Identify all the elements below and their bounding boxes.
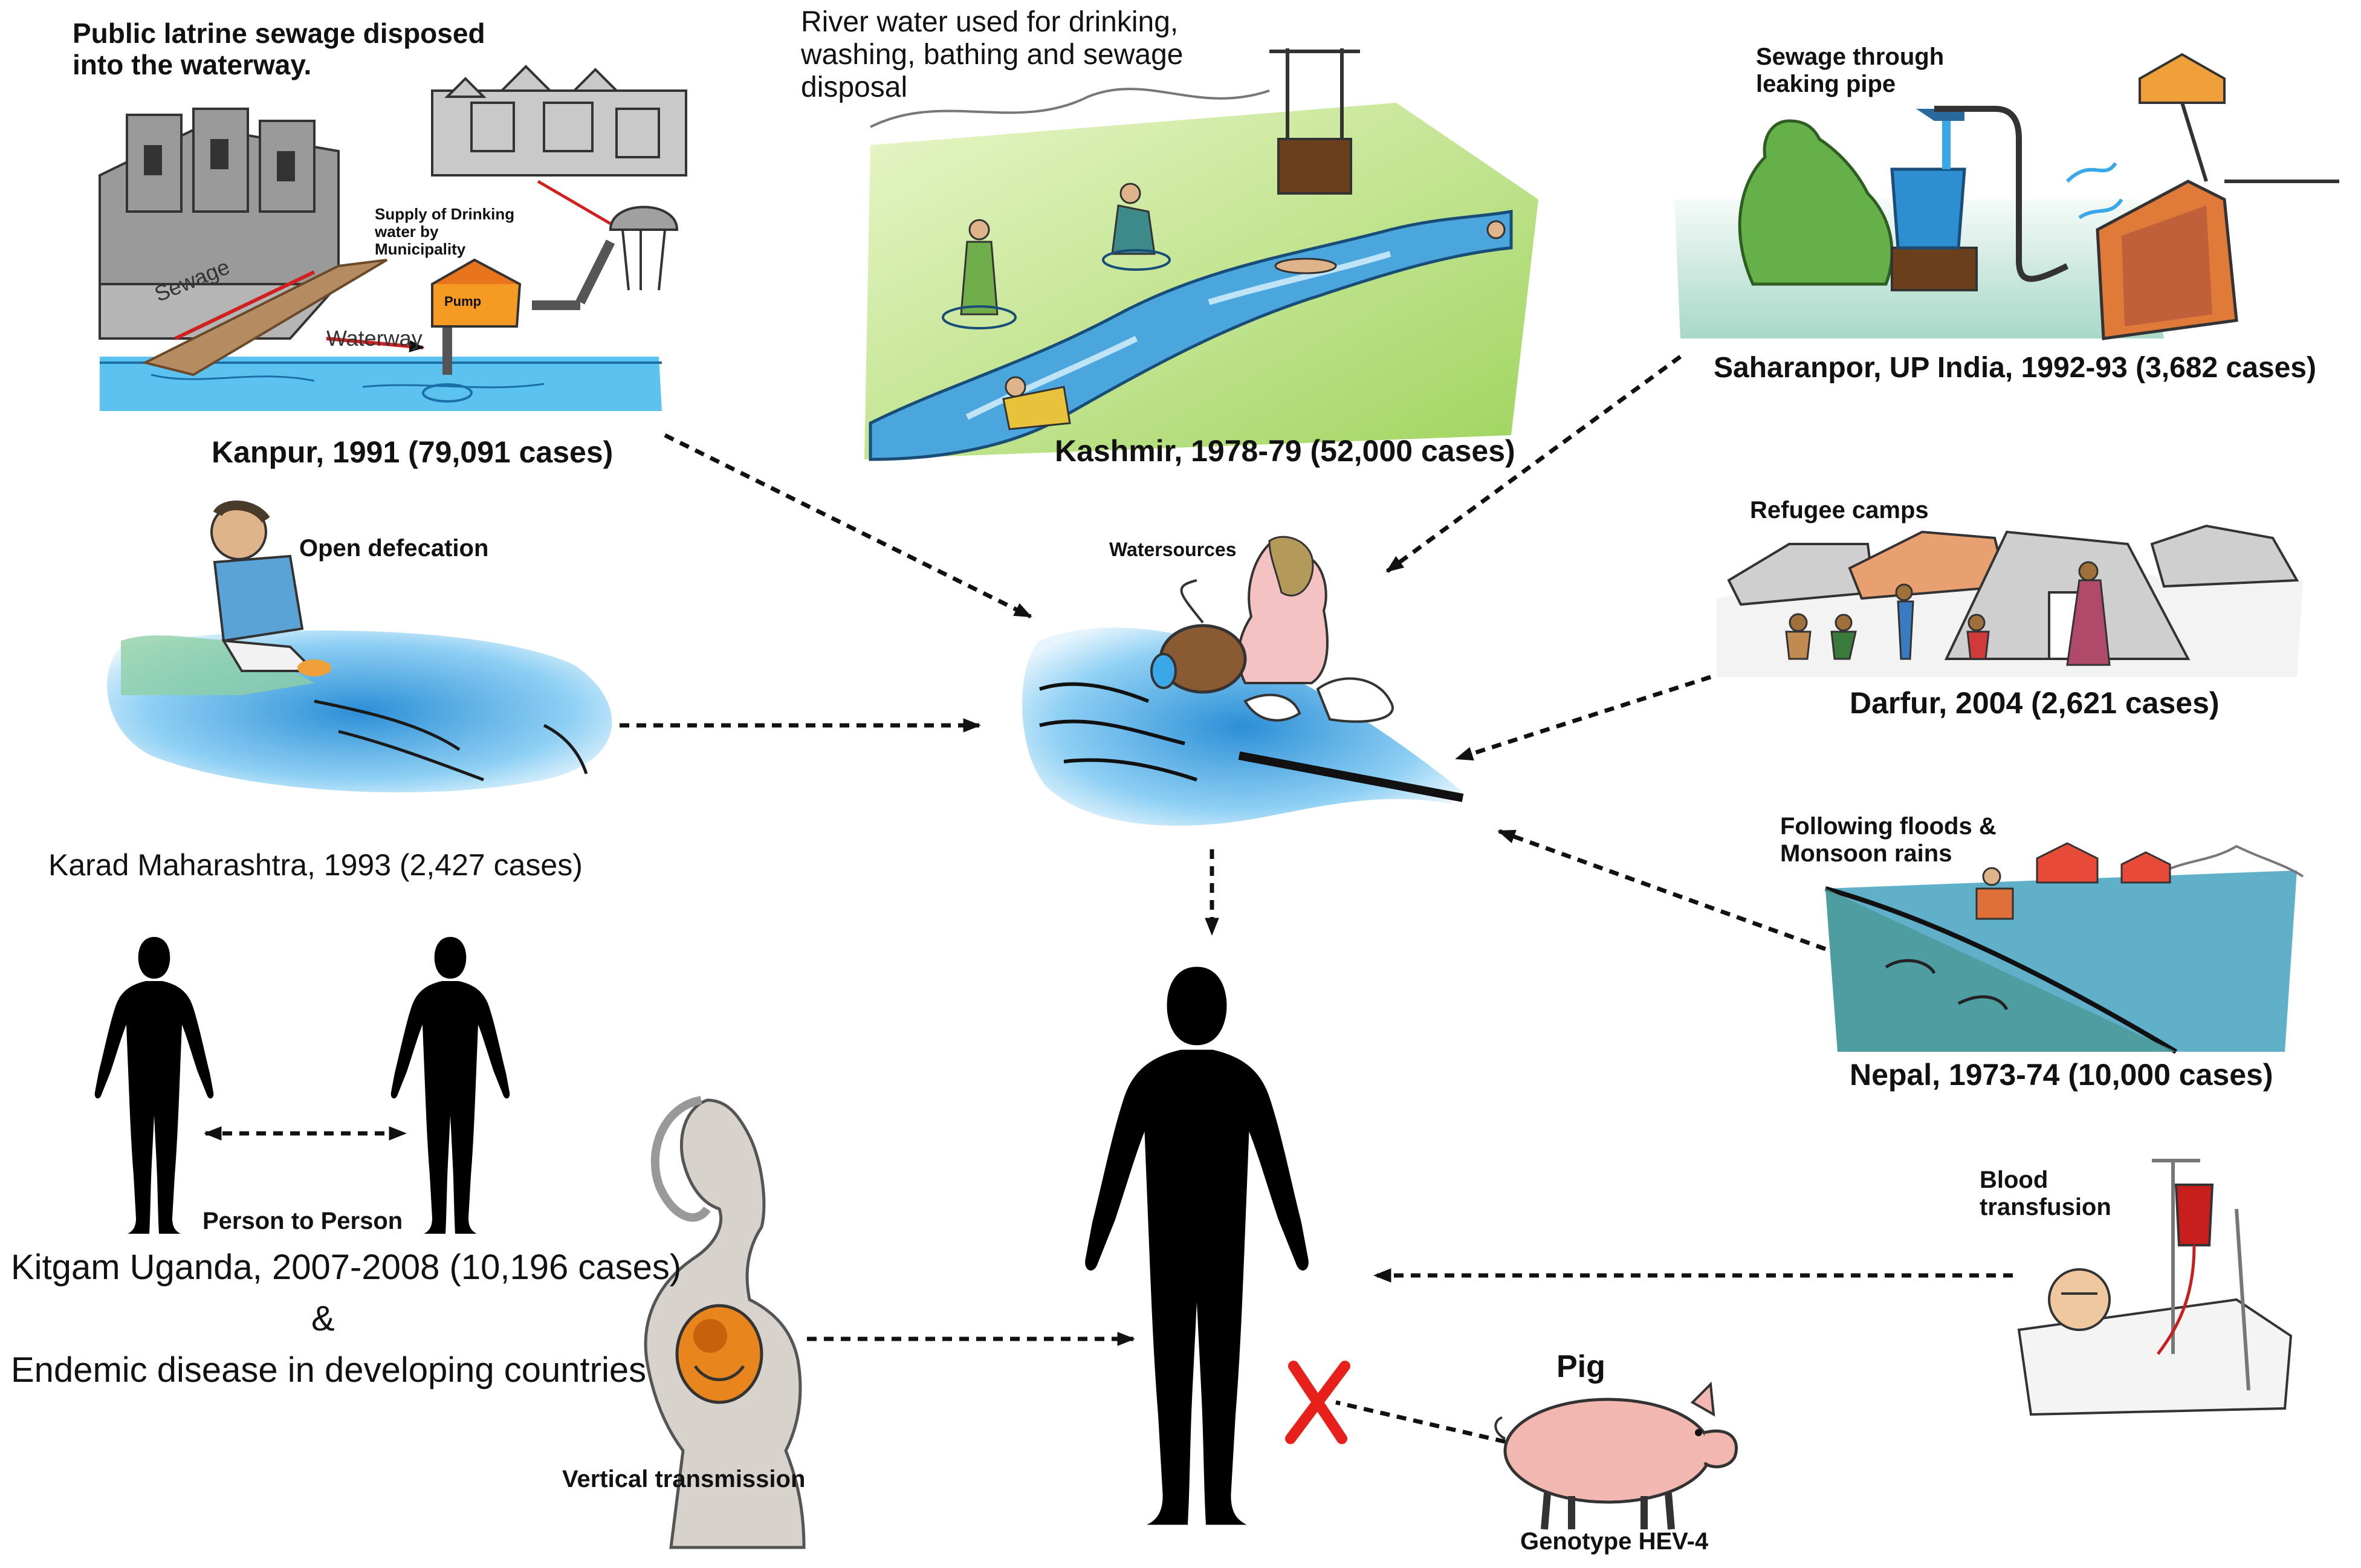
kanpur-scene [99, 65, 687, 411]
saharanpor-caption: Saharanpor, UP India, 1992-93 (3,682 cas… [1714, 352, 2316, 384]
kashmir-caption: Kashmir, 1978-79 (52,000 cases) [1055, 434, 1515, 468]
genotype-label: Genotype HEV-4 [1520, 1528, 1709, 1555]
watersources-scene [1022, 536, 1464, 826]
person-to-person-label: Person to Person [202, 1208, 403, 1234]
endemic-disease-label: Endemic disease in developing countries [11, 1350, 647, 1390]
karad-title: Open defecation [299, 535, 489, 562]
person-silhouette-right [390, 937, 510, 1234]
kitgam-caption: Kitgam Uganda, 2007-2008 (10,196 cases) [11, 1248, 682, 1287]
kashmir-title: River water used for drinking, washing, … [801, 6, 1184, 103]
saharanpor-scene [1674, 53, 2339, 340]
kanpur-title: Public latrine sewage disposed into the … [73, 18, 485, 80]
person-silhouette-left [94, 937, 214, 1234]
transmission-arrows [204, 355, 2013, 1444]
watersources-label: Watersources [1109, 539, 1237, 560]
karad-caption: Karad Maharashtra, 1993 (2,427 cases) [48, 848, 583, 882]
arrow-nepal-to-water [1497, 829, 1827, 951]
darfur-title: Refugee camps [1750, 497, 1929, 523]
drinking-water-supply-label: Supply of Drinking water by Municipality [375, 205, 515, 259]
pregnant-woman-scene [644, 1096, 806, 1549]
arrow-kanpur-to-water [664, 433, 1032, 619]
pig-illustration [1494, 1381, 1738, 1530]
nepal-scene [1824, 842, 2304, 1054]
darfur-scene [1717, 524, 2303, 677]
arrow-pig-to-cross [1335, 1400, 1506, 1444]
kanpur-caption: Kanpur, 1991 (79,091 cases) [212, 435, 614, 469]
human-silhouette-center [1085, 967, 1309, 1525]
vertical-transmission-label: Vertical transmission [562, 1466, 806, 1492]
blood-transfusion-label: Blood transfusion [1980, 1167, 2111, 1220]
waterway-label: Waterway [326, 326, 423, 351]
blood-transfusion-scene [2017, 1159, 2293, 1416]
arrow-darfur-to-water [1455, 675, 1712, 761]
karad-scene [107, 501, 612, 792]
nepal-caption: Nepal, 1973-74 (10,000 cases) [1850, 1058, 2273, 1092]
ampersand-label: & [311, 1299, 335, 1338]
nepal-title: Following floods & Monsoon rains [1780, 813, 1997, 867]
kashmir-scene [864, 48, 1538, 461]
darfur-caption: Darfur, 2004 (2,621 cases) [1850, 686, 2220, 720]
blocked-cross-icon [1285, 1361, 1350, 1444]
pump-label: Pump [444, 294, 482, 309]
saharanpor-title: Sewage through leaking pipe [1756, 44, 1945, 97]
pig-label: Pig [1556, 1349, 1605, 1384]
